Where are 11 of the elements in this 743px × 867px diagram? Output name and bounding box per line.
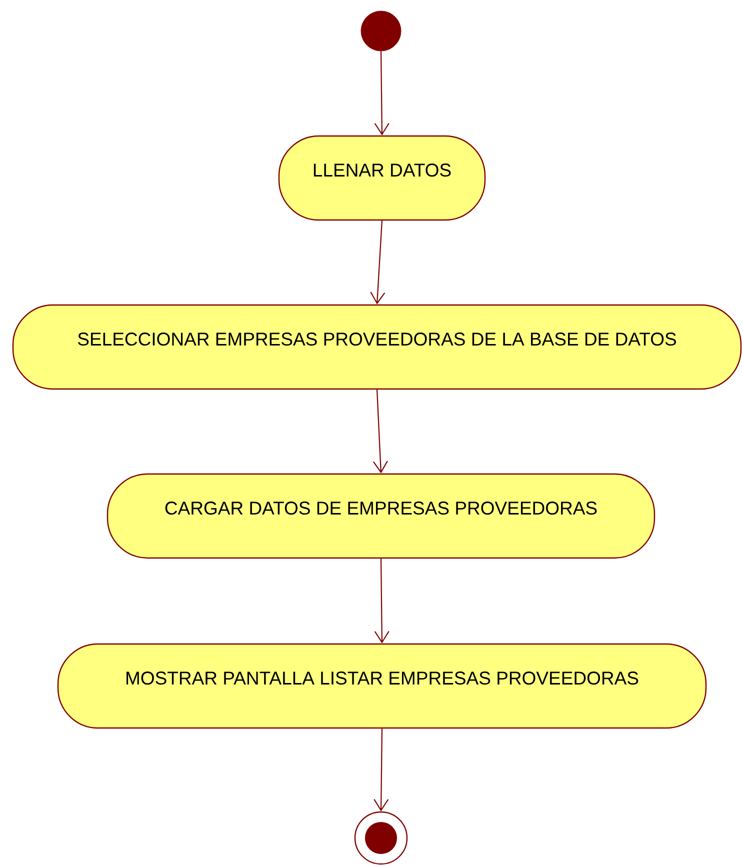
arrow [374, 558, 390, 644]
activity-box: SELECCIONAR EMPRESAS PROVEEDORAS DE LA BASE DE DATOS [12, 304, 742, 390]
arrow [370, 220, 386, 304]
arrow [374, 51, 390, 136]
arrow [372, 390, 388, 474]
activity-box: LLENAR DATOS [278, 135, 486, 221]
arrow [374, 728, 389, 812]
activity-box: CARGAR DATOS DE EMPRESAS PROVEEDORAS [106, 473, 656, 559]
activity-box: MOSTRAR PANTALLA LISTAR EMPRESAS PROVEEDORAS [57, 643, 707, 729]
end-node [354, 811, 408, 865]
start-node [360, 10, 402, 52]
